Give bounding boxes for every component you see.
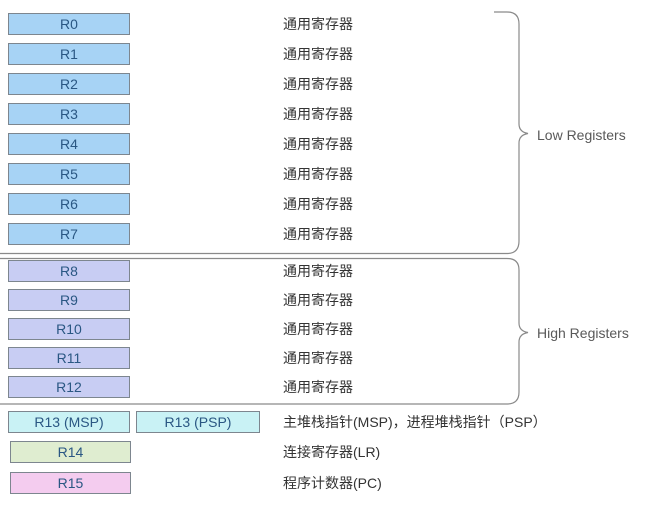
register-box-r1: R1: [8, 43, 130, 65]
register-desc-r15: 程序计数器(PC): [283, 475, 382, 491]
register-box-r3: R3: [8, 103, 130, 125]
register-name-r0: R0: [60, 16, 78, 32]
register-desc-r3: 通用寄存器: [283, 106, 353, 122]
register-box-r6: R6: [8, 193, 130, 215]
register-box-r4: R4: [8, 133, 130, 155]
register-name-r6: R6: [60, 196, 78, 212]
register-name-r8: R8: [60, 263, 78, 279]
register-desc-r11: 通用寄存器: [283, 350, 353, 366]
register-name-r12: R12: [56, 379, 82, 395]
register-name-r15: R15: [57, 475, 84, 491]
register-desc-r10: 通用寄存器: [283, 321, 353, 337]
register-desc-r8: 通用寄存器: [283, 263, 353, 279]
high-registers-label: High Registers: [537, 325, 629, 341]
register-box-r12: R12: [8, 376, 130, 398]
register-desc-r6: 通用寄存器: [283, 196, 353, 212]
register-box-r10: R10: [8, 318, 130, 340]
register-desc-r9: 通用寄存器: [283, 292, 353, 308]
register-desc-r14: 连接寄存器(LR): [283, 444, 381, 460]
register-name-r4: R4: [60, 136, 78, 152]
register-desc-r4: 通用寄存器: [283, 136, 353, 152]
register-box-r14: R14: [10, 441, 131, 463]
register-desc-r1: 通用寄存器: [283, 46, 353, 62]
register-box-r13-msp: R13 (MSP): [8, 411, 130, 433]
register-name-r3: R3: [60, 106, 78, 122]
register-box-r8: R8: [8, 260, 130, 282]
register-name-r13-msp: R13 (MSP): [34, 414, 104, 430]
register-box-r9: R9: [8, 289, 130, 311]
register-name-r9: R9: [60, 292, 78, 308]
register-desc-r0: 通用寄存器: [283, 16, 353, 32]
register-box-r5: R5: [8, 163, 130, 185]
register-desc-r5: 通用寄存器: [283, 166, 353, 182]
register-desc-r2: 通用寄存器: [283, 76, 353, 92]
register-name-r11: R11: [56, 350, 82, 366]
register-box-r13-psp: R13 (PSP): [136, 411, 260, 433]
register-name-r2: R2: [60, 76, 78, 92]
register-name-r13-psp: R13 (PSP): [164, 414, 232, 430]
low-registers-label: Low Registers: [537, 127, 626, 143]
register-box-r11: R11: [8, 347, 130, 369]
register-name-r14: R14: [57, 444, 84, 460]
register-box-r0: R0: [8, 13, 130, 35]
register-desc-r13: 主堆栈指针(MSP)，进程堆栈指针（PSP）: [283, 414, 547, 430]
register-box-r15: R15: [10, 472, 131, 494]
register-box-r7: R7: [8, 223, 130, 245]
register-desc-r7: 通用寄存器: [283, 226, 353, 242]
register-name-r7: R7: [60, 226, 78, 242]
register-name-r10: R10: [56, 321, 82, 337]
register-box-r2: R2: [8, 73, 130, 95]
register-name-r1: R1: [60, 46, 78, 62]
register-desc-r12: 通用寄存器: [283, 379, 353, 395]
register-name-r5: R5: [60, 166, 78, 182]
